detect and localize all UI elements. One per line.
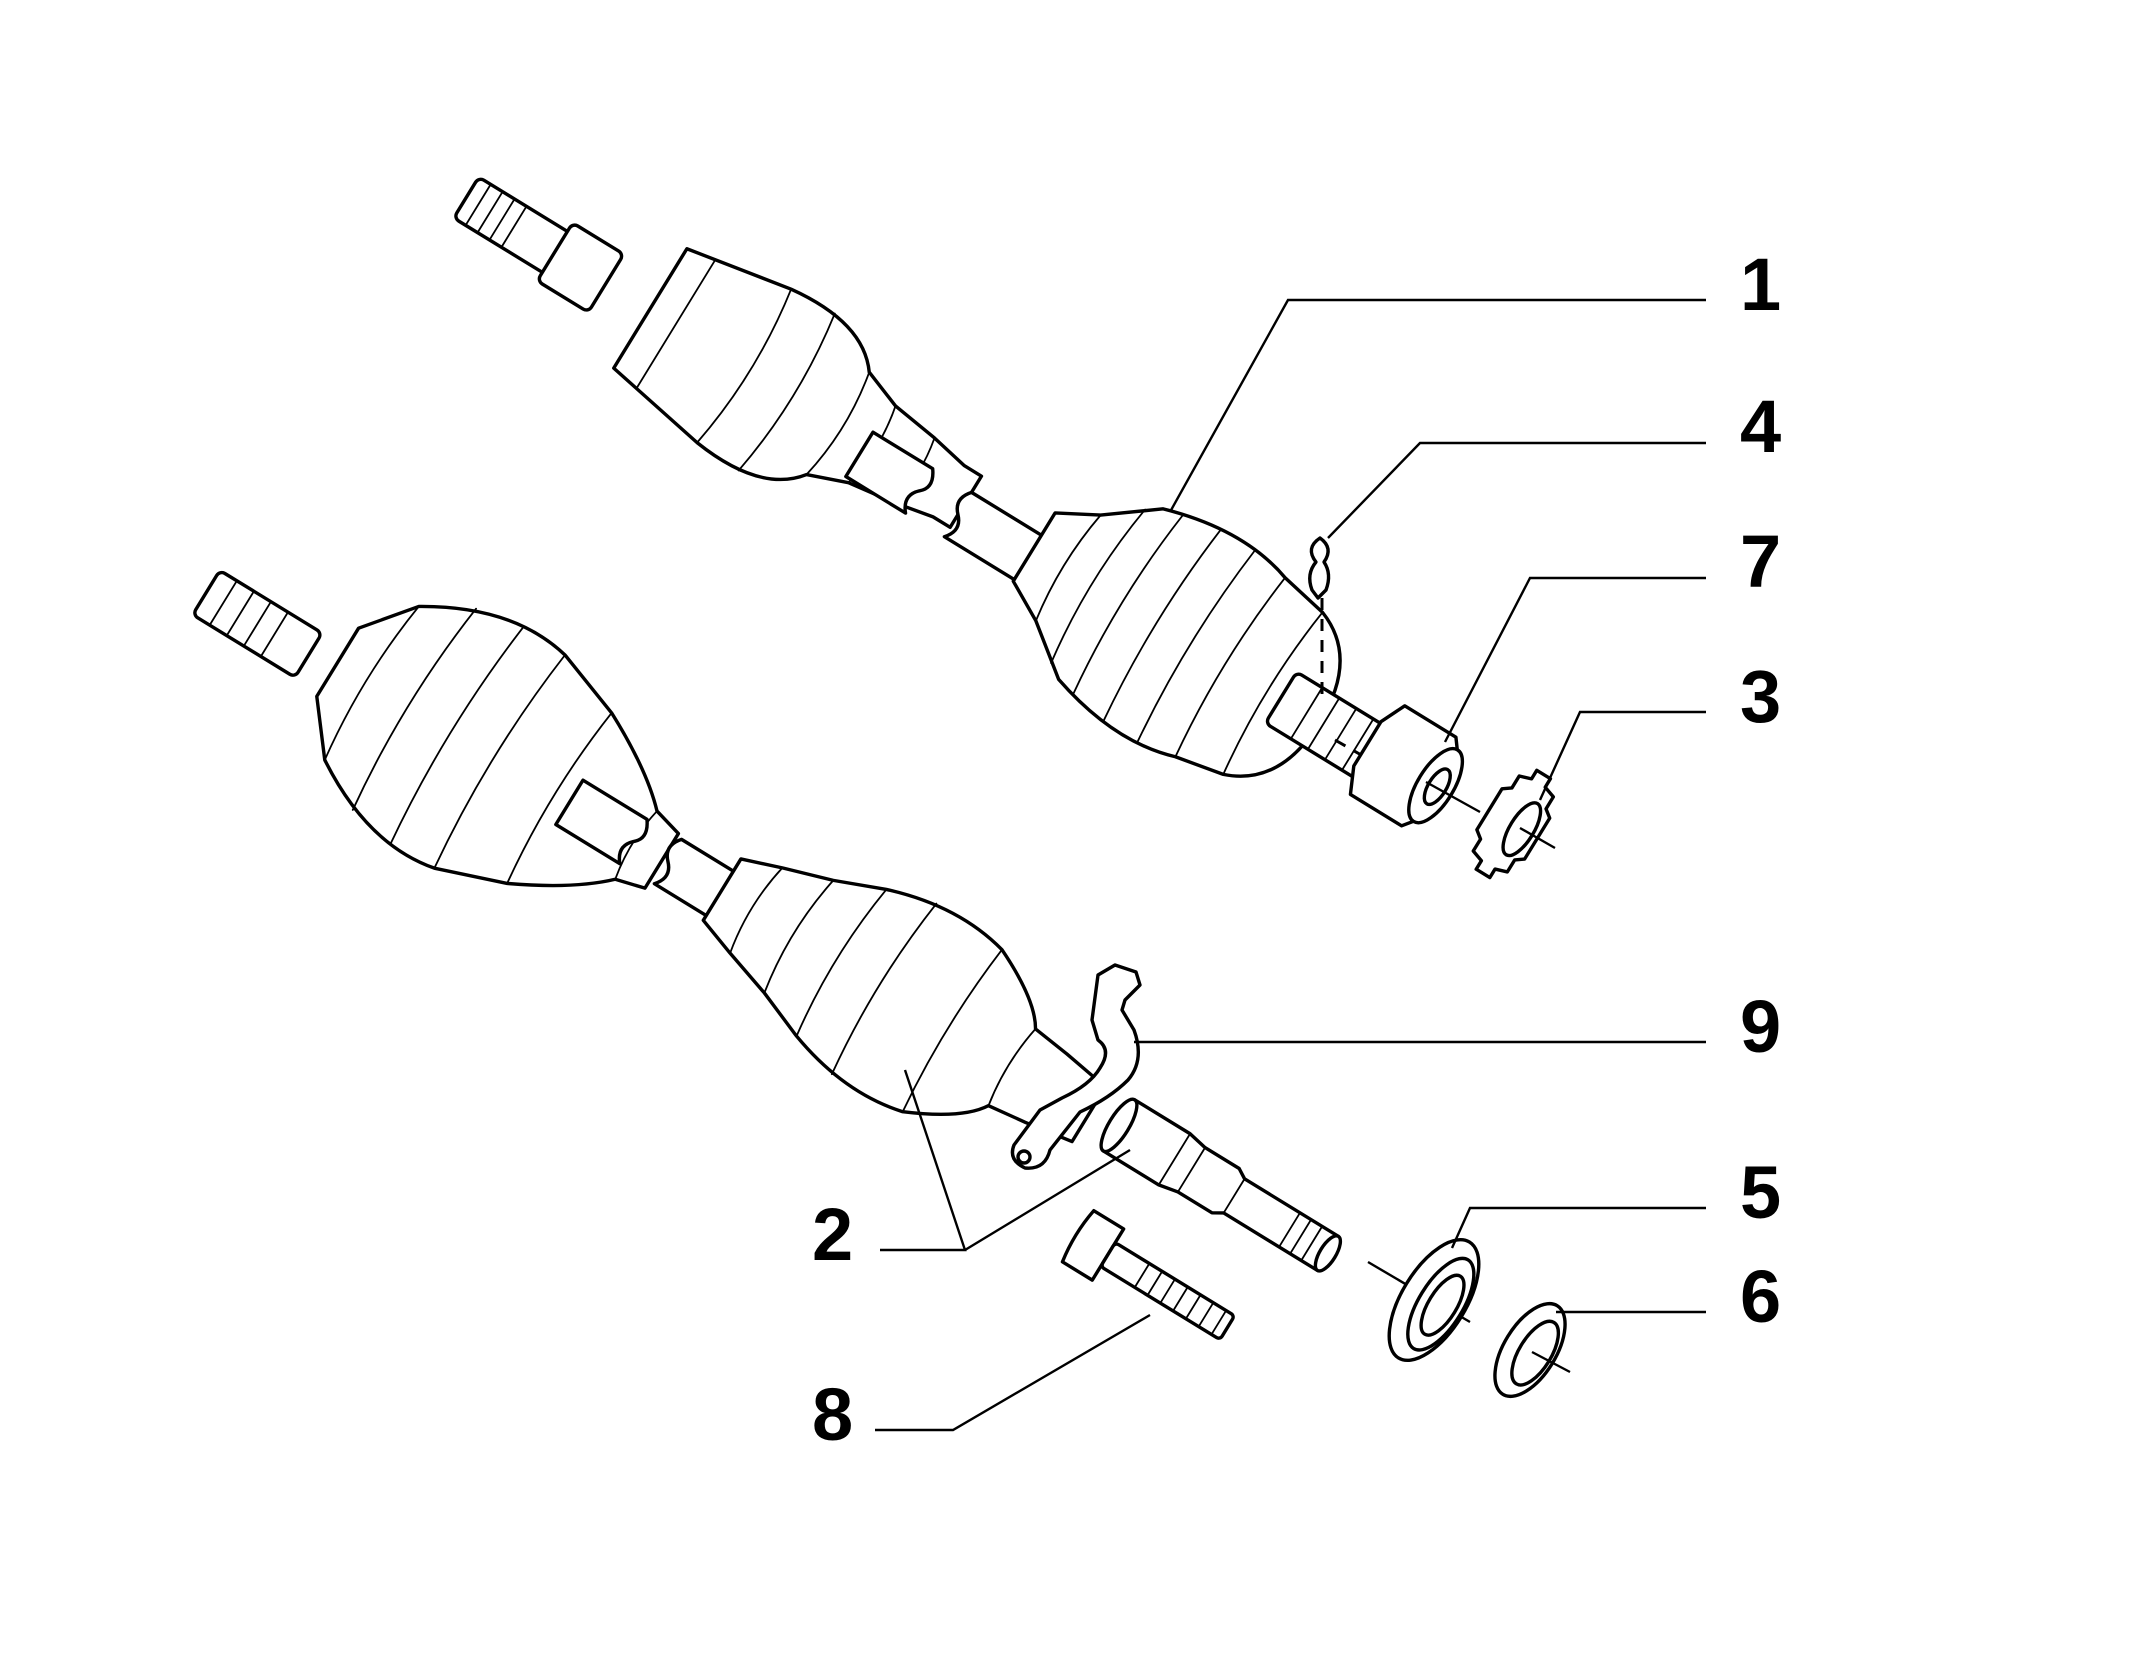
retaining-clip bbox=[1010, 963, 1142, 1170]
lower-driveshaft bbox=[193, 570, 1108, 1144]
callout-9: 9 bbox=[1740, 985, 1781, 1068]
callout-4: 4 bbox=[1740, 385, 1781, 468]
hex-nut bbox=[1334, 704, 1481, 828]
callout-5: 5 bbox=[1740, 1151, 1781, 1234]
callout-labels: 1 4 7 3 9 5 6 2 8 bbox=[812, 243, 1781, 1456]
callout-8: 8 bbox=[812, 1373, 853, 1456]
callout-1: 1 bbox=[1740, 243, 1781, 326]
seal-ring bbox=[1493, 1301, 1571, 1399]
callout-7: 7 bbox=[1740, 520, 1781, 603]
bolt bbox=[1060, 1208, 1235, 1340]
bearing bbox=[1367, 1237, 1481, 1363]
cotter-pin bbox=[1308, 536, 1331, 700]
lock-ring bbox=[1471, 768, 1556, 880]
callout-3: 3 bbox=[1740, 655, 1781, 738]
callout-6: 6 bbox=[1740, 1255, 1781, 1338]
callout-2: 2 bbox=[812, 1193, 853, 1276]
intermediate-shaft bbox=[1099, 1097, 1343, 1273]
leader-lines bbox=[875, 298, 1706, 1432]
